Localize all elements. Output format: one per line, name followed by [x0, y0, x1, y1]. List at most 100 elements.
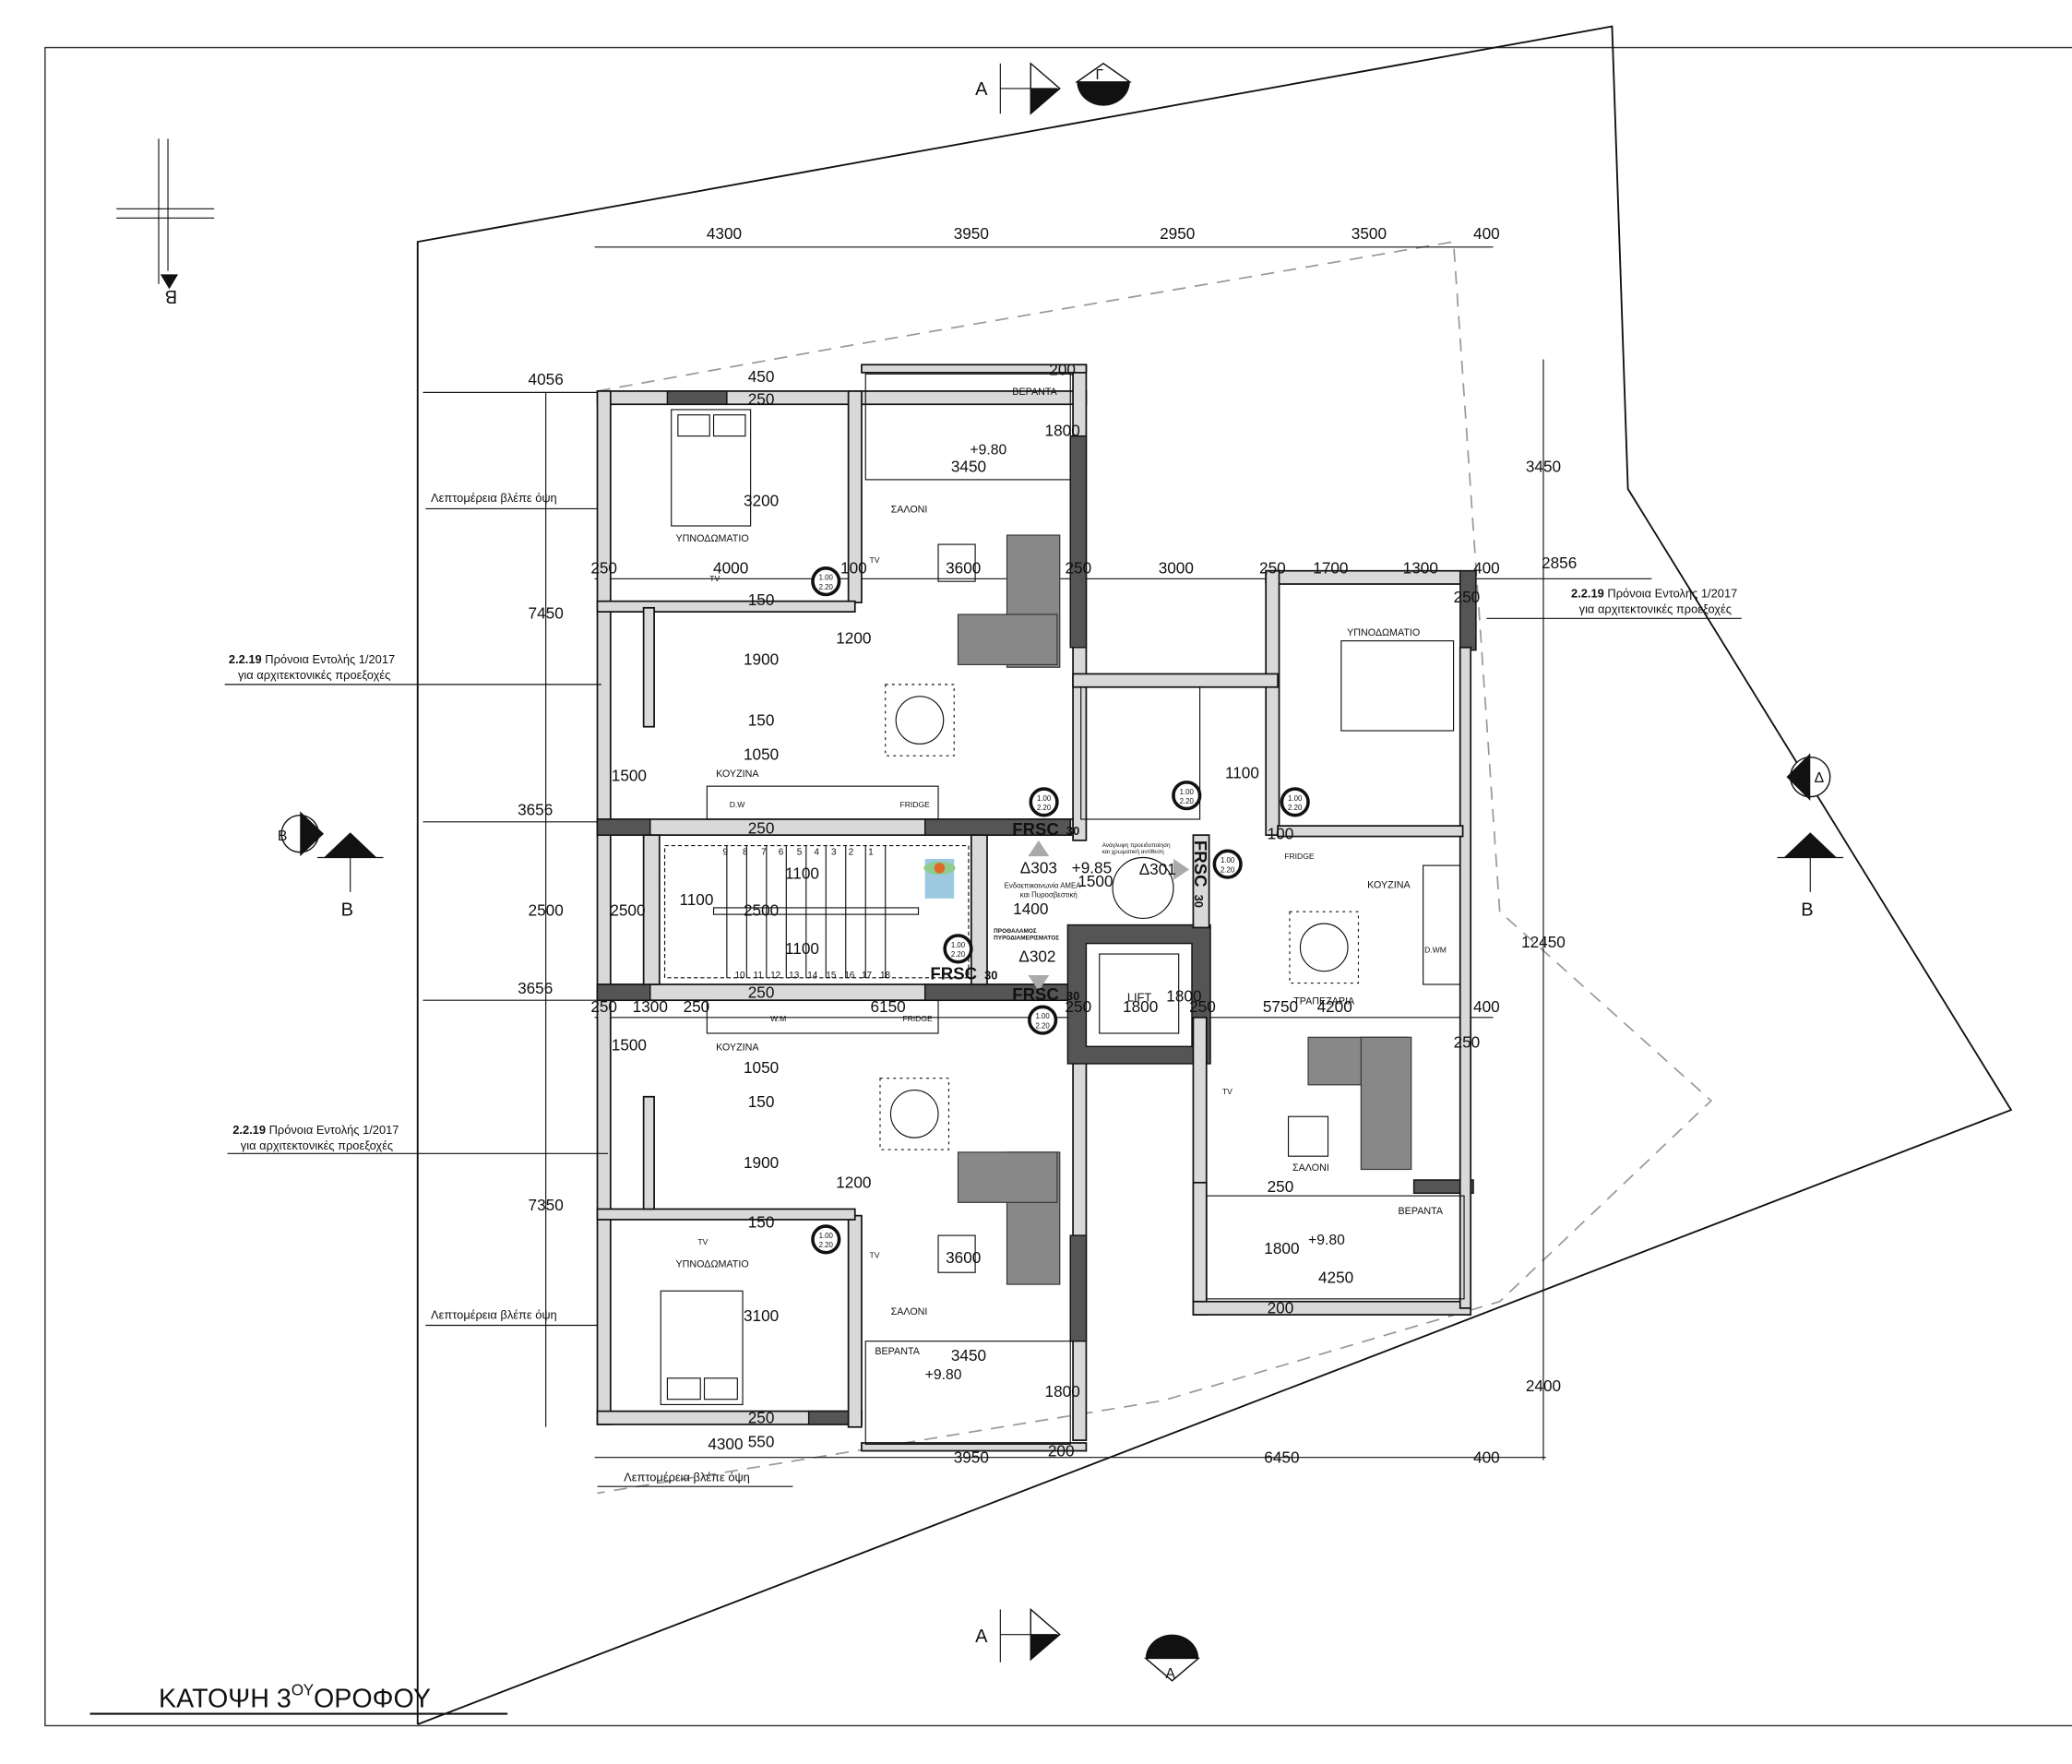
door-height: 2.20 [1221, 865, 1235, 874]
dimension-label: 250 [1189, 997, 1216, 1016]
section-marker: B [1777, 832, 1844, 921]
dimension-label: 150 [748, 710, 775, 729]
svg-text:13: 13 [789, 971, 800, 981]
svg-text:1: 1 [868, 848, 874, 858]
dimension-label: 2950 [1160, 224, 1195, 243]
fire-door-label: FRSC 30 [930, 963, 997, 983]
room-label-lift: LIFT [1127, 991, 1152, 1005]
room-label-kitchen: ΚΟΥΖΙΝΑ [1367, 879, 1411, 890]
door-height: 2.20 [951, 950, 966, 959]
sofa-icon [937, 1151, 1061, 1285]
svg-text:TV: TV [709, 574, 720, 583]
svg-text:5: 5 [797, 848, 803, 858]
dimension-label: 3656 [518, 979, 553, 997]
door-width: 1.00 [1180, 788, 1195, 796]
section-marker: A [975, 62, 1061, 115]
dimension-label: 2400 [1526, 1377, 1561, 1395]
svg-text:B: B [341, 900, 353, 921]
dimension-label: 12450 [1521, 933, 1566, 951]
dimension-label: 2500 [529, 901, 564, 920]
room-label-living: ΣΑΛΟΝΙ [891, 505, 928, 516]
space-d303: Δ303 [1020, 859, 1057, 877]
bed-icon [671, 409, 752, 527]
dimension-label: 450 [748, 367, 775, 386]
door-tag: 1.002.20 [1212, 849, 1243, 879]
dimension-label: 150 [748, 590, 775, 609]
sofa-icon [1287, 1036, 1412, 1171]
dimension-label: 1100 [1225, 764, 1259, 782]
door-width: 1.00 [1037, 794, 1052, 803]
intercom-note: και Πυροσβεστική [1020, 890, 1078, 899]
dimension-label: 1900 [744, 650, 779, 668]
svg-text:FRSC: FRSC [930, 963, 977, 983]
svg-text:Γ: Γ [1095, 67, 1103, 83]
dining-table-icon [1289, 911, 1360, 984]
dimension-label: 1800 [1045, 422, 1080, 440]
svg-text:18: 18 [880, 971, 891, 981]
dimension-label: 250 [748, 389, 775, 408]
detail-note: Λεπτομέρεια βλέπε όψη [425, 1307, 598, 1327]
section-marker: Γ [1075, 62, 1132, 106]
dimension-label: 1300 [1403, 559, 1438, 578]
dimension-label: 250 [1066, 997, 1092, 1016]
svg-text:6: 6 [779, 848, 784, 858]
appliance-labels: FRIDGE FRIDGE FRIDGE D.W W.M D.WM TV TV … [697, 555, 1447, 1259]
svg-text:Λεπτομέρεια βλέπε όψη: Λεπτομέρεια βλέπε όψη [431, 491, 557, 505]
level-lower-veranda: +9.80 [925, 1367, 962, 1383]
room-label-bedroom: ΥΠΝΟΔΩΜΑΤΙΟ [676, 533, 749, 544]
tactile-note: Ανάγλυφη προειδοποίηση [1102, 841, 1171, 849]
dimension-label: 1800 [1166, 987, 1201, 1006]
room-label-kitchen: ΚΟΥΖΙΝΑ [716, 769, 759, 780]
svg-text:30: 30 [984, 968, 997, 982]
level-landing: +9.85 [1072, 859, 1112, 877]
door-height: 2.20 [819, 583, 834, 591]
dimension-label: 2500 [610, 901, 645, 920]
svg-text:D.W: D.W [730, 800, 746, 809]
door-height: 2.20 [1180, 797, 1195, 805]
dimension-label: 250 [1259, 559, 1286, 578]
dimension-label: 200 [1048, 1441, 1075, 1460]
sheet-border [44, 46, 2072, 1727]
svg-text:FRIDGE: FRIDGE [902, 1014, 933, 1023]
svg-text:FRSC: FRSC [1191, 840, 1210, 888]
dimension-label: 250 [590, 997, 617, 1016]
overhang-outline [597, 241, 1713, 1495]
dimension-label: 3600 [946, 559, 981, 578]
dimension-label: 250 [748, 983, 775, 1001]
detail-note: Λεπτομέρεια βλέπε όψη [597, 1471, 793, 1487]
warning-triangle-icon [1173, 858, 1190, 880]
svg-text:FRIDGE: FRIDGE [1284, 852, 1315, 861]
drawing-title: ΚΑΤΟΨΗ 3ΟΥΟΡΟΦΟΥ [89, 1681, 508, 1715]
dimension-label: 7450 [529, 603, 564, 622]
core [1028, 834, 1211, 1065]
dimension-label: 4056 [529, 370, 564, 388]
svg-text:30: 30 [1066, 989, 1079, 1003]
dimension-label: 100 [1268, 824, 1294, 842]
svg-text:30: 30 [1066, 824, 1079, 838]
tactile-note: και χρωματική αντίθεση [1102, 848, 1164, 855]
svg-text:για αρχιτεκτονικές προεξοχές: για αρχιτεκτονικές προεξοχές [238, 668, 390, 682]
dimension-label: 3000 [1159, 559, 1194, 578]
svg-text:4: 4 [814, 848, 819, 858]
svg-text:3: 3 [831, 848, 837, 858]
door-tag: 1.002.20 [1172, 781, 1202, 811]
door-height: 2.20 [1288, 804, 1303, 812]
bed-icon [660, 1290, 744, 1406]
dimension-label: 1200 [836, 1174, 871, 1192]
svg-text:7: 7 [761, 848, 767, 858]
room-label-living: ΣΑΛΟΝΙ [891, 1306, 928, 1317]
dimension-label: 1200 [836, 628, 871, 647]
dining-table-icon [885, 684, 955, 757]
section-marker: A [975, 1607, 1061, 1663]
warning-triangle-icon [1028, 974, 1050, 992]
dimension-label: 150 [748, 1092, 775, 1111]
dimension-label: 1400 [1013, 900, 1048, 918]
svg-text:11: 11 [754, 971, 764, 981]
dimension-label: 1100 [679, 890, 713, 909]
